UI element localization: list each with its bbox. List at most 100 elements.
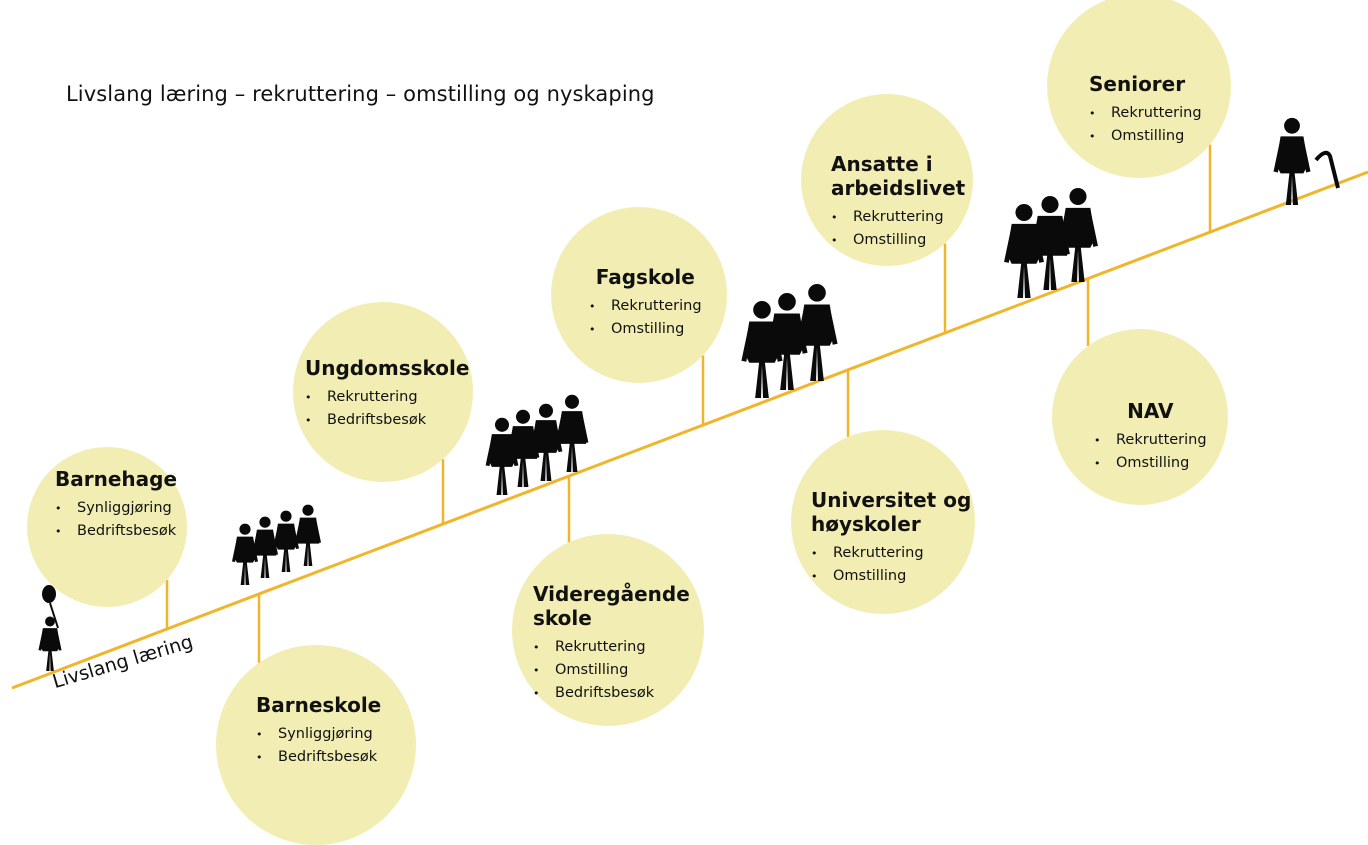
stage-item: • Omstilling [831,229,965,252]
stage-item-list: •Rekruttering•Omstilling•Bedriftsbesøk [533,636,690,705]
diagram-canvas [11,117,1368,690]
life-timeline-line [11,170,1368,690]
stage-content: Barneskole •Synliggjøring•Bedriftsbesøk [256,693,381,769]
bullet-icon: • [1094,457,1101,470]
stage-item-label: Omstilling [611,321,685,337]
stage-content: Barnehage • Synliggjøring • Bedriftsbesøk [55,467,177,543]
stage-item: •Synliggjøring [256,723,381,746]
stage-item-label: Omstilling [1111,128,1185,144]
stage-item-list: •Synliggjøring•Bedriftsbesøk [256,723,381,769]
stage-item-list: •Rekruttering•Omstilling [1094,429,1207,475]
stage-title-line: Barneskole [256,693,382,717]
stage-item-label: Bedriftsbesøk [555,685,655,701]
bullet-icon: • [831,234,838,247]
stage-title-line: Ansatte i [831,152,933,176]
stage-item: • Rekruttering [533,636,690,659]
teens-group-icon [485,394,589,495]
stage-content: Seniorer • Rekruttering • Omstilling [1089,72,1202,148]
senior-with-cane-icon [1273,117,1340,205]
stage-item: •Rekruttering [1094,429,1207,452]
bullet-icon: • [533,664,540,677]
stage-title-line: Ungdomsskole [305,356,470,380]
person-figure [766,292,808,390]
person-figure [529,403,563,481]
bullet-icon: • [811,570,818,583]
stage-item: • Bedriftsbesøk [55,520,177,543]
stage-bubble [216,645,416,845]
bullet-icon: • [1089,107,1096,120]
bullet-icon: • [55,502,62,515]
stage-bubble [551,207,727,383]
bullet-icon: • [256,728,263,741]
stage-bubble [27,447,187,607]
stage-item: •Omstilling [589,318,702,341]
stage-title-line: skole [533,606,592,630]
stage-item-label: Omstilling [853,232,927,248]
stage-bubble [293,302,473,482]
stage-item-list: • Synliggjøring • Bedriftsbesøk [55,497,177,543]
stage-item-label: Bedriftsbesøk [77,523,177,539]
bullet-icon: • [811,547,818,560]
stage-bubble [1052,329,1228,505]
stage-item-label: Rekruttering [611,298,702,314]
person-figure [1058,187,1098,282]
stage-title: Seniorer [1089,72,1202,96]
person-figure [506,409,540,487]
stage-item-list: • Rekruttering • Omstilling [1089,102,1202,148]
person-figure [272,510,300,572]
stage-item: • Rekruttering [1089,102,1202,125]
stage-item: •Omstilling [533,659,690,682]
stage-item: • Rekruttering [831,206,965,229]
stage-item-label: Rekruttering [1116,432,1207,448]
stage-item-label: Rekruttering [853,209,944,225]
stage-title: Ungdomsskole [305,356,469,380]
stage-item-label: Rekruttering [327,389,418,405]
stage-bubble [512,534,704,726]
stage-item: • Rekruttering [589,295,702,318]
stage-bubble [791,430,975,614]
stage-item: •Rekruttering [811,542,971,565]
bullet-icon: • [55,525,62,538]
stage-item: • Bedriftsbesøk [533,682,690,705]
connectors [165,144,1212,663]
stage-item-list: • Rekruttering • Omstilling [831,206,965,252]
stage-item-label: Rekruttering [555,639,646,655]
adults-group-icon [1004,187,1098,298]
bullet-icon: • [533,641,540,654]
stage-item: •Omstilling [1094,452,1207,475]
stage-item-label: Omstilling [833,568,907,584]
stage-item: • Synliggjøring [55,497,177,520]
diagram-heading: Livslang læring – rekruttering – omstill… [66,82,655,106]
young-adults-group-icon [741,283,838,398]
child-with-balloon-icon [38,585,62,671]
stage-title-line: Videregående [533,582,690,606]
stage-item-list: • Rekruttering •Omstilling [589,295,702,341]
bullet-icon: • [831,211,838,224]
stage-item-list: •Rekruttering•Omstilling [811,542,971,588]
stage-title-line: NAV [1127,399,1174,423]
stage-item: •Bedriftsbesøk [305,409,469,432]
stage-title: NAV [1094,399,1207,423]
person-figure [294,504,322,566]
bullet-icon: • [589,300,596,313]
stage-item: •Bedriftsbesøk [256,746,381,769]
bullet-icon: • [305,414,312,427]
stage-item-label: Rekruttering [1111,105,1202,121]
person-figure [1273,117,1311,205]
bullet-icon: • [256,751,263,764]
stage-title-line: høyskoler [811,512,921,536]
bullet-icon: • [1089,130,1096,143]
stage-item-list: • Rekruttering •Bedriftsbesøk [305,386,469,432]
person-figure [796,283,838,381]
stage-content: NAV•Rekruttering•Omstilling [1094,399,1207,475]
stage-item-label: Synliggjøring [77,500,172,516]
stage-title-line: Fagskole [595,265,695,289]
person-figure [38,616,62,671]
bullet-icon: • [533,687,540,700]
stage-title: Barnehage [55,467,177,491]
